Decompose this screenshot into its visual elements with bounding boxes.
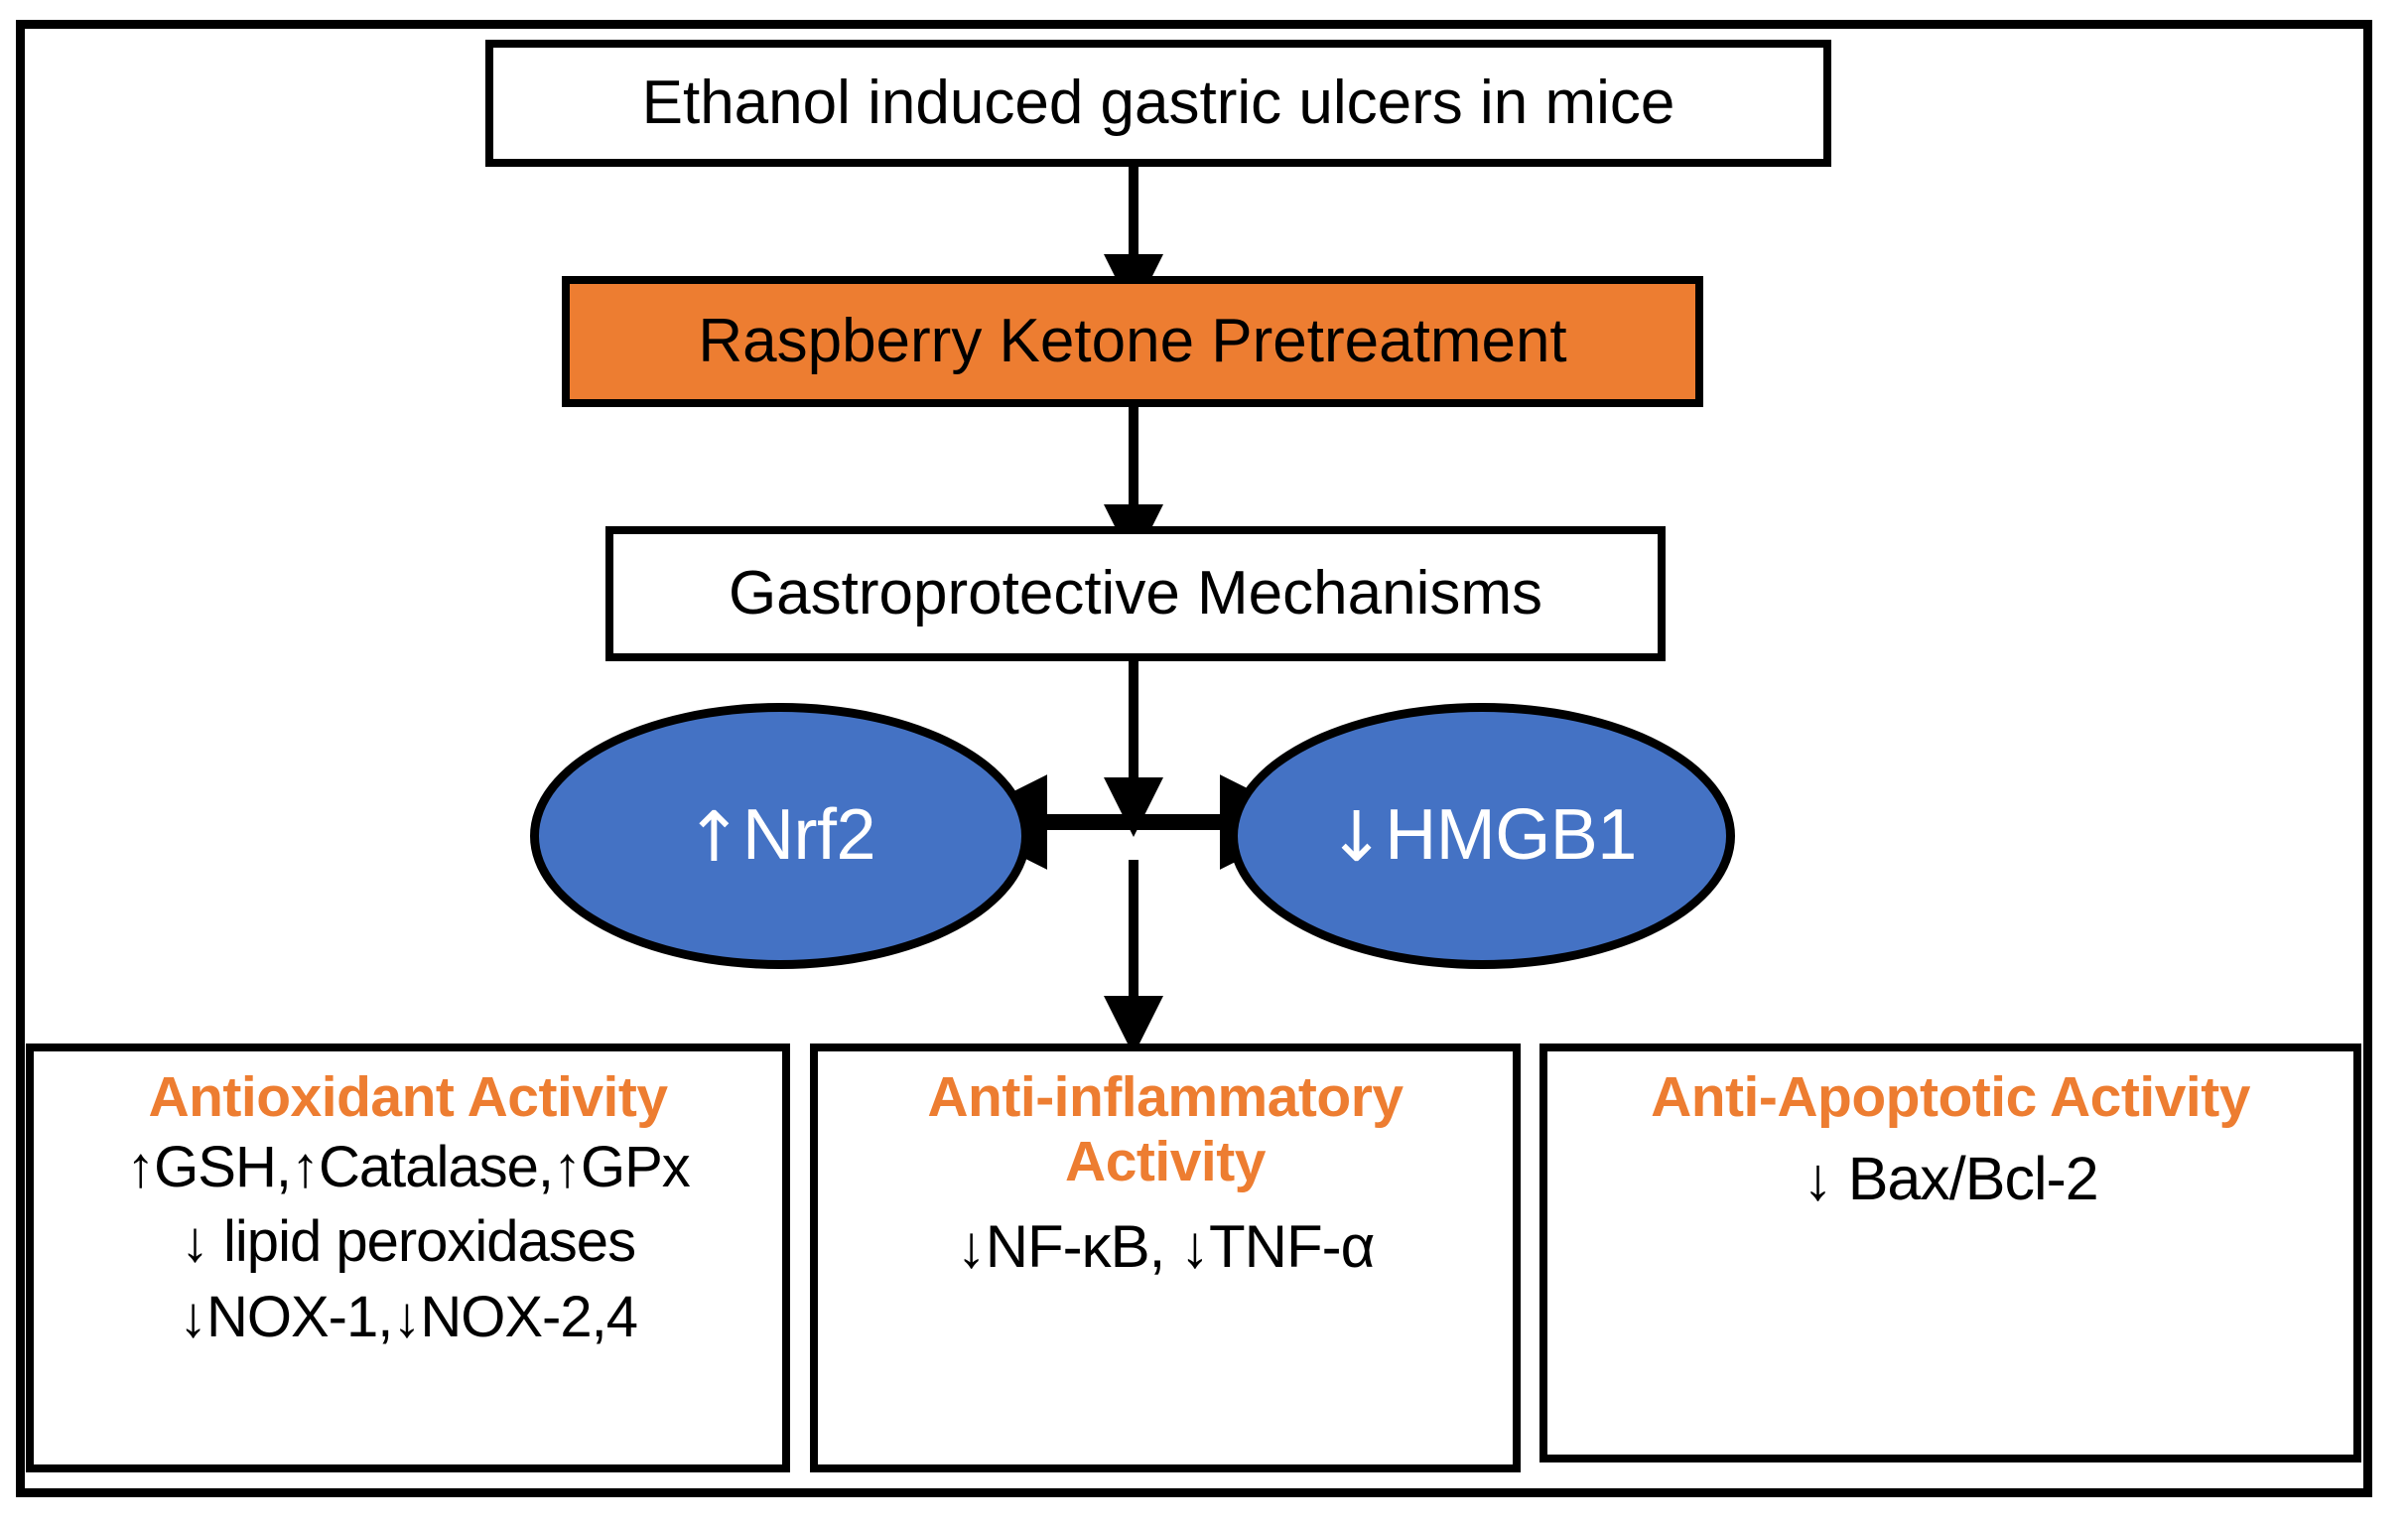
nrf2-content: ↑Nrf2	[684, 794, 876, 878]
node-raspberry-ketone-pretreatment: Raspberry Ketone Pretreatment	[562, 276, 1703, 407]
node-hmgb1-ellipse: ↓HMGB1	[1229, 703, 1735, 969]
down-arrow-icon: ↓	[1327, 797, 1386, 878]
hmgb1-label: HMGB1	[1385, 795, 1637, 875]
antioxidant-line-1: ↑GSH,↑Catalase,↑GPx	[126, 1134, 691, 1199]
anti-inflammatory-title-line-1: Anti-inflammatory	[927, 1065, 1404, 1129]
node-nrf2-ellipse: ↑Nrf2	[530, 703, 1030, 969]
node-ethanol-induced-gastric-ulcers: Ethanol induced gastric ulcers in mice	[485, 40, 1831, 167]
nrf2-label: Nrf2	[741, 795, 876, 875]
diagram-outer-frame	[16, 20, 2372, 1497]
node-pretreatment-label: Raspberry Ketone Pretreatment	[698, 307, 1567, 376]
node-gastroprotective-mechanisms: Gastroprotective Mechanisms	[605, 526, 1666, 661]
anti-apoptotic-title: Anti-Apoptotic Activity	[1651, 1065, 2250, 1129]
anti-inflammatory-title-line-2: Activity	[1065, 1129, 1266, 1193]
antioxidant-line-3: ↓NOX-1,↓NOX-2,4	[179, 1284, 638, 1349]
up-arrow-icon: ↑	[684, 797, 743, 878]
antioxidant-title: Antioxidant Activity	[148, 1065, 668, 1129]
outcome-anti-apoptotic-activity: Anti-Apoptotic Activity ↓ Bax/Bcl-2	[1539, 1044, 2361, 1462]
outcome-anti-inflammatory-activity: Anti-inflammatory Activity ↓NF-κB, ↓TNF-…	[810, 1044, 1521, 1472]
anti-inflammatory-line-1: ↓NF-κB, ↓TNF-α	[956, 1212, 1376, 1280]
node-ethanol-label: Ethanol induced gastric ulcers in mice	[641, 69, 1675, 138]
outcome-antioxidant-activity: Antioxidant Activity ↑GSH,↑Catalase,↑GPx…	[26, 1044, 790, 1472]
node-gastro-label: Gastroprotective Mechanisms	[728, 559, 1543, 628]
anti-apoptotic-line-1: ↓ Bax/Bcl-2	[1803, 1144, 2099, 1212]
antioxidant-line-2: ↓ lipid peroxidases	[180, 1209, 636, 1275]
hmgb1-content: ↓HMGB1	[1327, 794, 1637, 878]
